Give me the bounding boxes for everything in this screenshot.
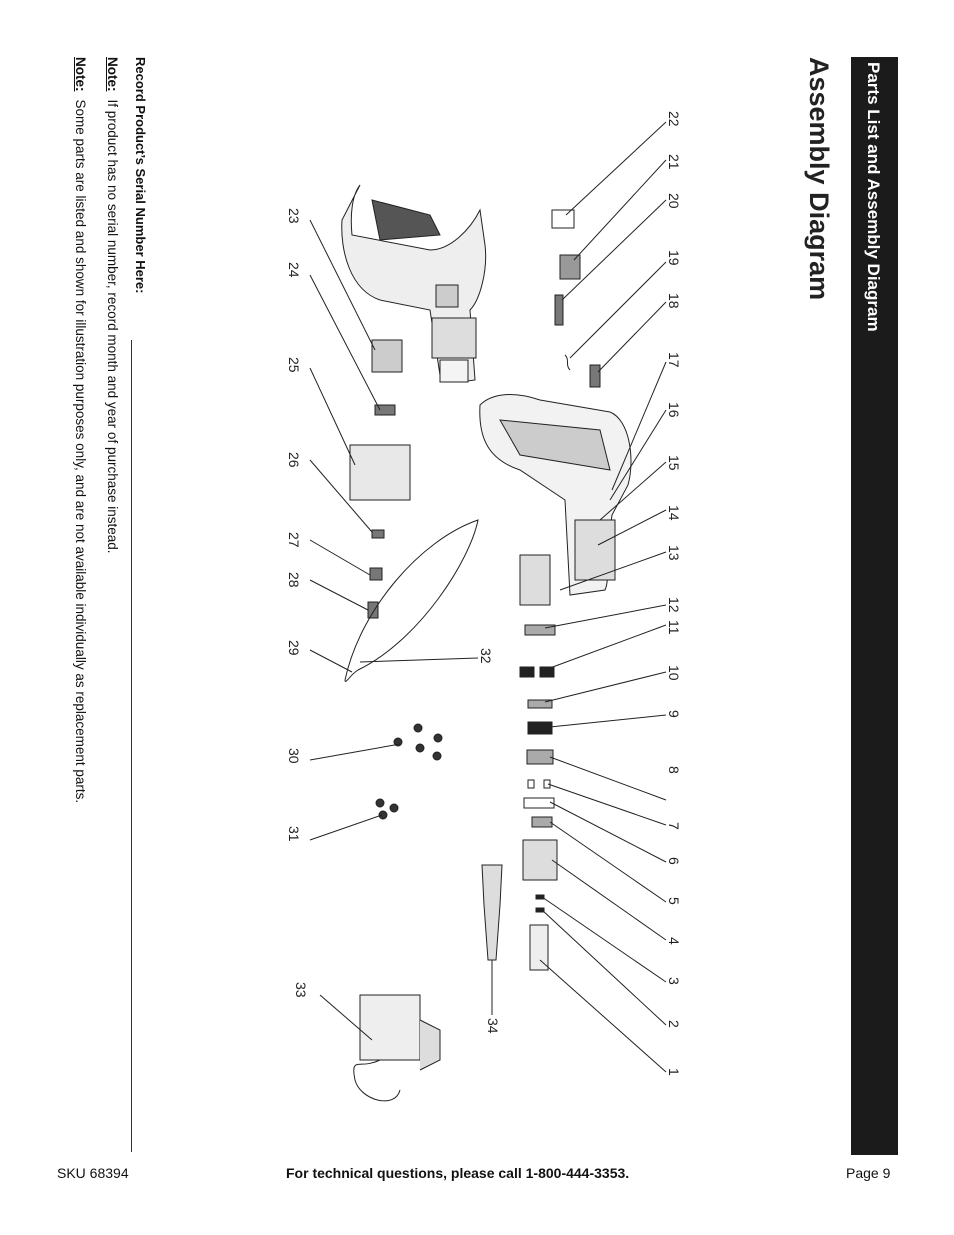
part-number: 10 [666, 665, 682, 681]
part-number: 8 [666, 766, 682, 774]
small-parts-drawing [519, 209, 601, 971]
part-number: 19 [666, 250, 682, 266]
part-number: 23 [286, 208, 302, 224]
part-number: 7 [666, 822, 682, 830]
part-number: 25 [286, 357, 302, 373]
note-serial: Note: If product has no serial number, re… [105, 57, 120, 554]
footer-sku: SKU 68394 [57, 1165, 129, 1181]
part-number: 16 [666, 402, 682, 418]
part-number: 2 [666, 1020, 682, 1028]
part-number: 5 [666, 897, 682, 905]
note-text: If product has no serial number, record … [105, 99, 120, 554]
part-number: 32 [478, 648, 494, 664]
part-number: 31 [286, 826, 302, 842]
part-number: 18 [666, 293, 682, 309]
part-number: 24 [286, 262, 302, 278]
part-number: 34 [485, 1018, 501, 1034]
part-number: 9 [666, 710, 682, 718]
note-text: Some parts are listed and shown for illu… [73, 99, 88, 804]
part-number-labels: 22 21 20 19 18 17 16 15 14 13 12 11 10 9… [286, 111, 682, 1076]
bit-and-charger-drawing [319, 864, 503, 1102]
part-number: 28 [286, 572, 302, 588]
part-number: 17 [666, 352, 682, 368]
part-number: 6 [666, 857, 682, 865]
part-number: 20 [666, 193, 682, 209]
part-number: 22 [666, 111, 682, 127]
part-number: 4 [666, 937, 682, 945]
part-number: 21 [666, 154, 682, 170]
note-parts: Note: Some parts are listed and shown for… [73, 57, 88, 803]
note-label: Note: [73, 57, 88, 92]
part-number: 29 [286, 640, 302, 656]
part-number: 3 [666, 977, 682, 985]
footer-technical-questions: For technical questions, please call 1-8… [286, 1165, 630, 1181]
part-number: 26 [286, 452, 302, 468]
left-parts-drawing [309, 219, 479, 841]
footer-page-number: Page 9 [846, 1165, 891, 1181]
housing-half-drawing [479, 394, 632, 596]
part-number: 27 [286, 532, 302, 548]
part-number: 1 [666, 1068, 682, 1076]
part-number: 14 [666, 505, 682, 521]
note-label: Note: [105, 57, 120, 92]
leader-lines-right [539, 121, 667, 1073]
part-number: 33 [293, 982, 309, 998]
part-number: 12 [666, 597, 682, 613]
part-number: 15 [666, 455, 682, 471]
serial-number-write-line [131, 340, 132, 1152]
assembled-screwdriver-drawing [341, 184, 487, 383]
section-header-bar [851, 57, 898, 1155]
part-number: 13 [666, 545, 682, 561]
part-number: 11 [666, 620, 682, 635]
serial-number-label: Record Product’s Serial Number Here: [133, 57, 148, 294]
part-number: 30 [286, 748, 302, 764]
